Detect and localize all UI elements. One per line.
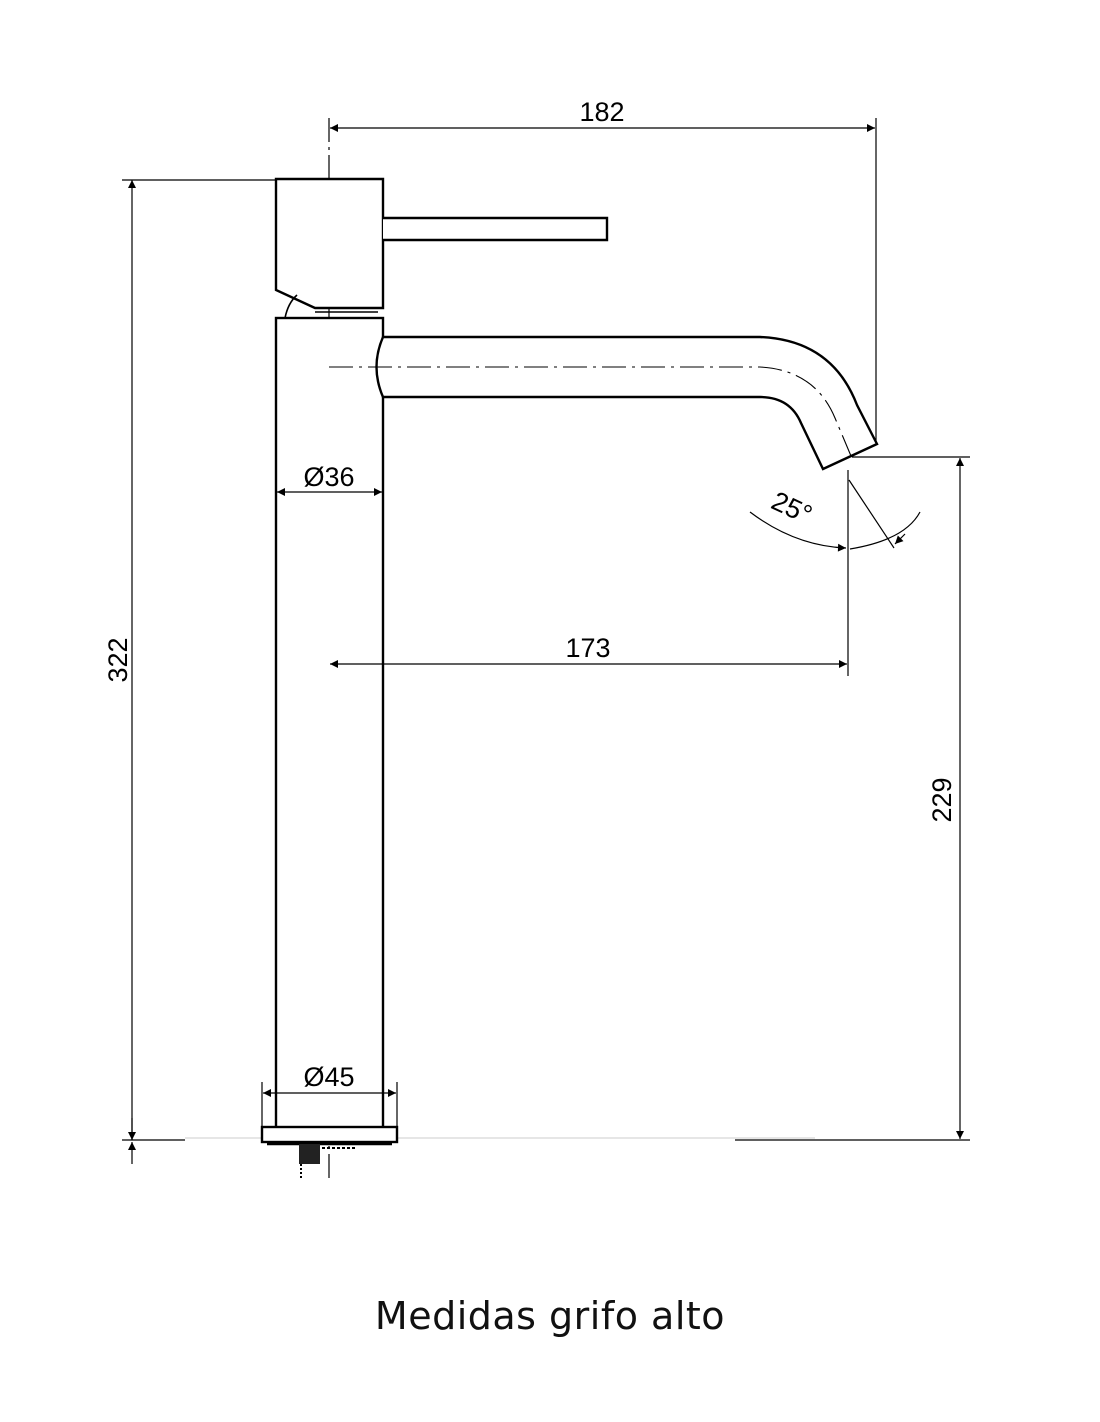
dim-322: 322 (103, 637, 133, 682)
handle-joint (284, 294, 298, 319)
dim-229: 229 (927, 777, 957, 822)
threaded-connector (299, 1144, 320, 1164)
handle-head (274, 177, 385, 310)
dim-182: 182 (579, 97, 624, 127)
dim-d36: Ø36 (303, 462, 354, 492)
body-column (274, 316, 385, 1130)
dimension-labels: 182 322 Ø36 173 229 Ø45 25° (103, 97, 957, 1092)
dim-25-degrees: 25° (767, 486, 817, 530)
dim-d45: Ø45 (303, 1062, 354, 1092)
dimension-lines (122, 118, 970, 1164)
dim-173: 173 (565, 633, 610, 663)
lever (383, 216, 609, 242)
base-plate (260, 1125, 399, 1144)
spout (375, 335, 879, 471)
drawing-caption: Medidas grifo alto (374, 1294, 726, 1338)
spout-centerline (329, 366, 852, 457)
faucet-outline (260, 177, 879, 1180)
